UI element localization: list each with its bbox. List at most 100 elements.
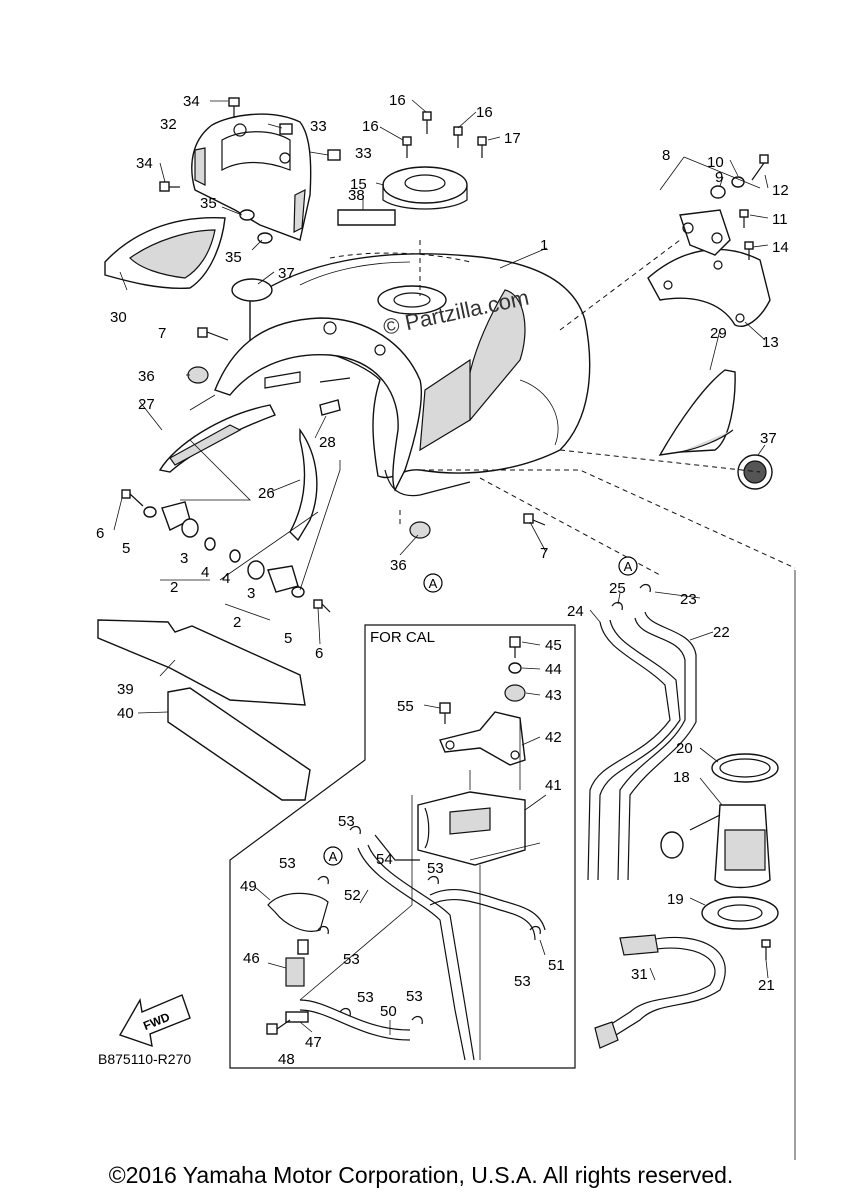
screw-34-top	[228, 97, 240, 118]
clip-53a	[317, 875, 329, 885]
pad-39	[97, 619, 306, 706]
bracket-2b	[267, 565, 299, 593]
callout-8: 8	[662, 147, 670, 164]
callout-40: 40	[117, 705, 134, 722]
clip-53b	[317, 925, 329, 935]
callout-23: 23	[680, 591, 697, 608]
callout-29: 29	[710, 325, 727, 342]
canister-41	[417, 791, 526, 866]
callout-3a: 3	[180, 550, 188, 567]
callout-25: 25	[609, 580, 626, 597]
callout-27: 27	[138, 396, 155, 413]
damper-28	[319, 399, 341, 416]
plate-40	[167, 687, 311, 801]
callout-53e: 53	[357, 989, 374, 1006]
callout-35a: 35	[200, 195, 217, 212]
callout-47: 47	[305, 1034, 322, 1051]
hose-49	[267, 892, 329, 932]
callout-16c: 16	[362, 118, 379, 135]
svg-text:A: A	[624, 559, 633, 574]
callout-7b: 7	[540, 545, 548, 562]
callout-33b: 33	[355, 145, 372, 162]
callout-3b: 3	[247, 585, 255, 602]
callout-54: 54	[376, 851, 393, 868]
callout-50: 50	[380, 1003, 397, 1020]
damper-3a	[181, 518, 199, 538]
bolt-17	[477, 136, 487, 158]
callout-12: 12	[772, 182, 789, 199]
svg-text:A: A	[429, 576, 438, 591]
callout-18: 18	[673, 769, 690, 786]
callout-41: 41	[545, 777, 562, 794]
callout-21: 21	[758, 977, 775, 994]
callout-39: 39	[117, 681, 134, 698]
clip-33b	[327, 149, 341, 161]
joint-46	[285, 939, 309, 987]
ref-marker-a1: A	[423, 573, 443, 593]
callout-17: 17	[504, 130, 521, 147]
collar-4b	[229, 549, 241, 563]
callout-45: 45	[545, 637, 562, 654]
callout-53g: 53	[338, 813, 355, 830]
callout-53f: 53	[406, 988, 423, 1005]
clamp-47	[285, 1011, 309, 1023]
collar-4a	[204, 537, 216, 551]
pump-ring-20	[711, 753, 779, 783]
callout-55: 55	[397, 698, 414, 715]
bolt-12	[751, 154, 769, 181]
callout-5b: 5	[284, 630, 292, 647]
grommet-36a	[187, 366, 209, 384]
ref-marker-a2: A	[618, 556, 638, 576]
callout-19: 19	[667, 891, 684, 908]
callout-13: 13	[762, 334, 779, 351]
callout-2b: 2	[233, 614, 241, 631]
callout-51: 51	[548, 957, 565, 974]
callout-28: 28	[319, 434, 336, 451]
pump-plate-19	[701, 896, 779, 930]
callout-16b: 16	[476, 104, 493, 121]
callout-33a: 33	[310, 118, 327, 135]
washer-5a	[143, 506, 157, 518]
for-cal-inset: FOR CAL	[229, 624, 576, 1069]
clip-53e	[339, 1007, 351, 1017]
damper-43	[504, 684, 526, 702]
callout-14: 14	[772, 239, 789, 256]
copyright-notice: ©2016 Yamaha Motor Corporation, U.S.A. A…	[108, 1162, 734, 1188]
fuel-tank	[249, 252, 591, 497]
callout-53b: 53	[343, 951, 360, 968]
hose-24	[587, 619, 681, 881]
bracket-8	[679, 209, 731, 256]
grommet-36b	[409, 521, 431, 539]
svg-text:A: A	[329, 849, 338, 864]
bracket-42	[439, 711, 526, 766]
callout-43: 43	[545, 687, 562, 704]
callout-22: 22	[713, 624, 730, 641]
callout-32: 32	[160, 116, 177, 133]
callout-2a: 2	[170, 579, 178, 596]
collar-44	[508, 662, 522, 674]
decal-38	[337, 209, 396, 226]
callout-9: 9	[715, 169, 723, 186]
bolt-6a	[121, 489, 144, 507]
callout-26: 26	[258, 485, 275, 502]
guide-lines	[160, 239, 796, 1160]
bolt-55	[439, 702, 451, 724]
callout-35b: 35	[225, 249, 242, 266]
callout-34b: 34	[136, 155, 153, 172]
panel-26	[289, 427, 318, 542]
callout-42: 42	[545, 729, 562, 746]
washer-10	[731, 176, 745, 188]
bolt-6b	[313, 599, 331, 613]
callout-37b: 37	[760, 430, 777, 447]
tank-bracket-13	[647, 248, 771, 327]
bolt-48	[266, 1019, 291, 1035]
hose-51	[429, 889, 546, 941]
washer-5b	[291, 586, 305, 598]
callout-1: 1	[540, 237, 548, 254]
inset-guides	[254, 641, 547, 1060]
bolt-21	[761, 939, 771, 960]
exploded-parts-diagram: FOR CAL	[96, 92, 796, 1160]
hose-52	[357, 844, 475, 1061]
top-cover	[191, 113, 312, 241]
bolt-16b	[422, 111, 432, 134]
